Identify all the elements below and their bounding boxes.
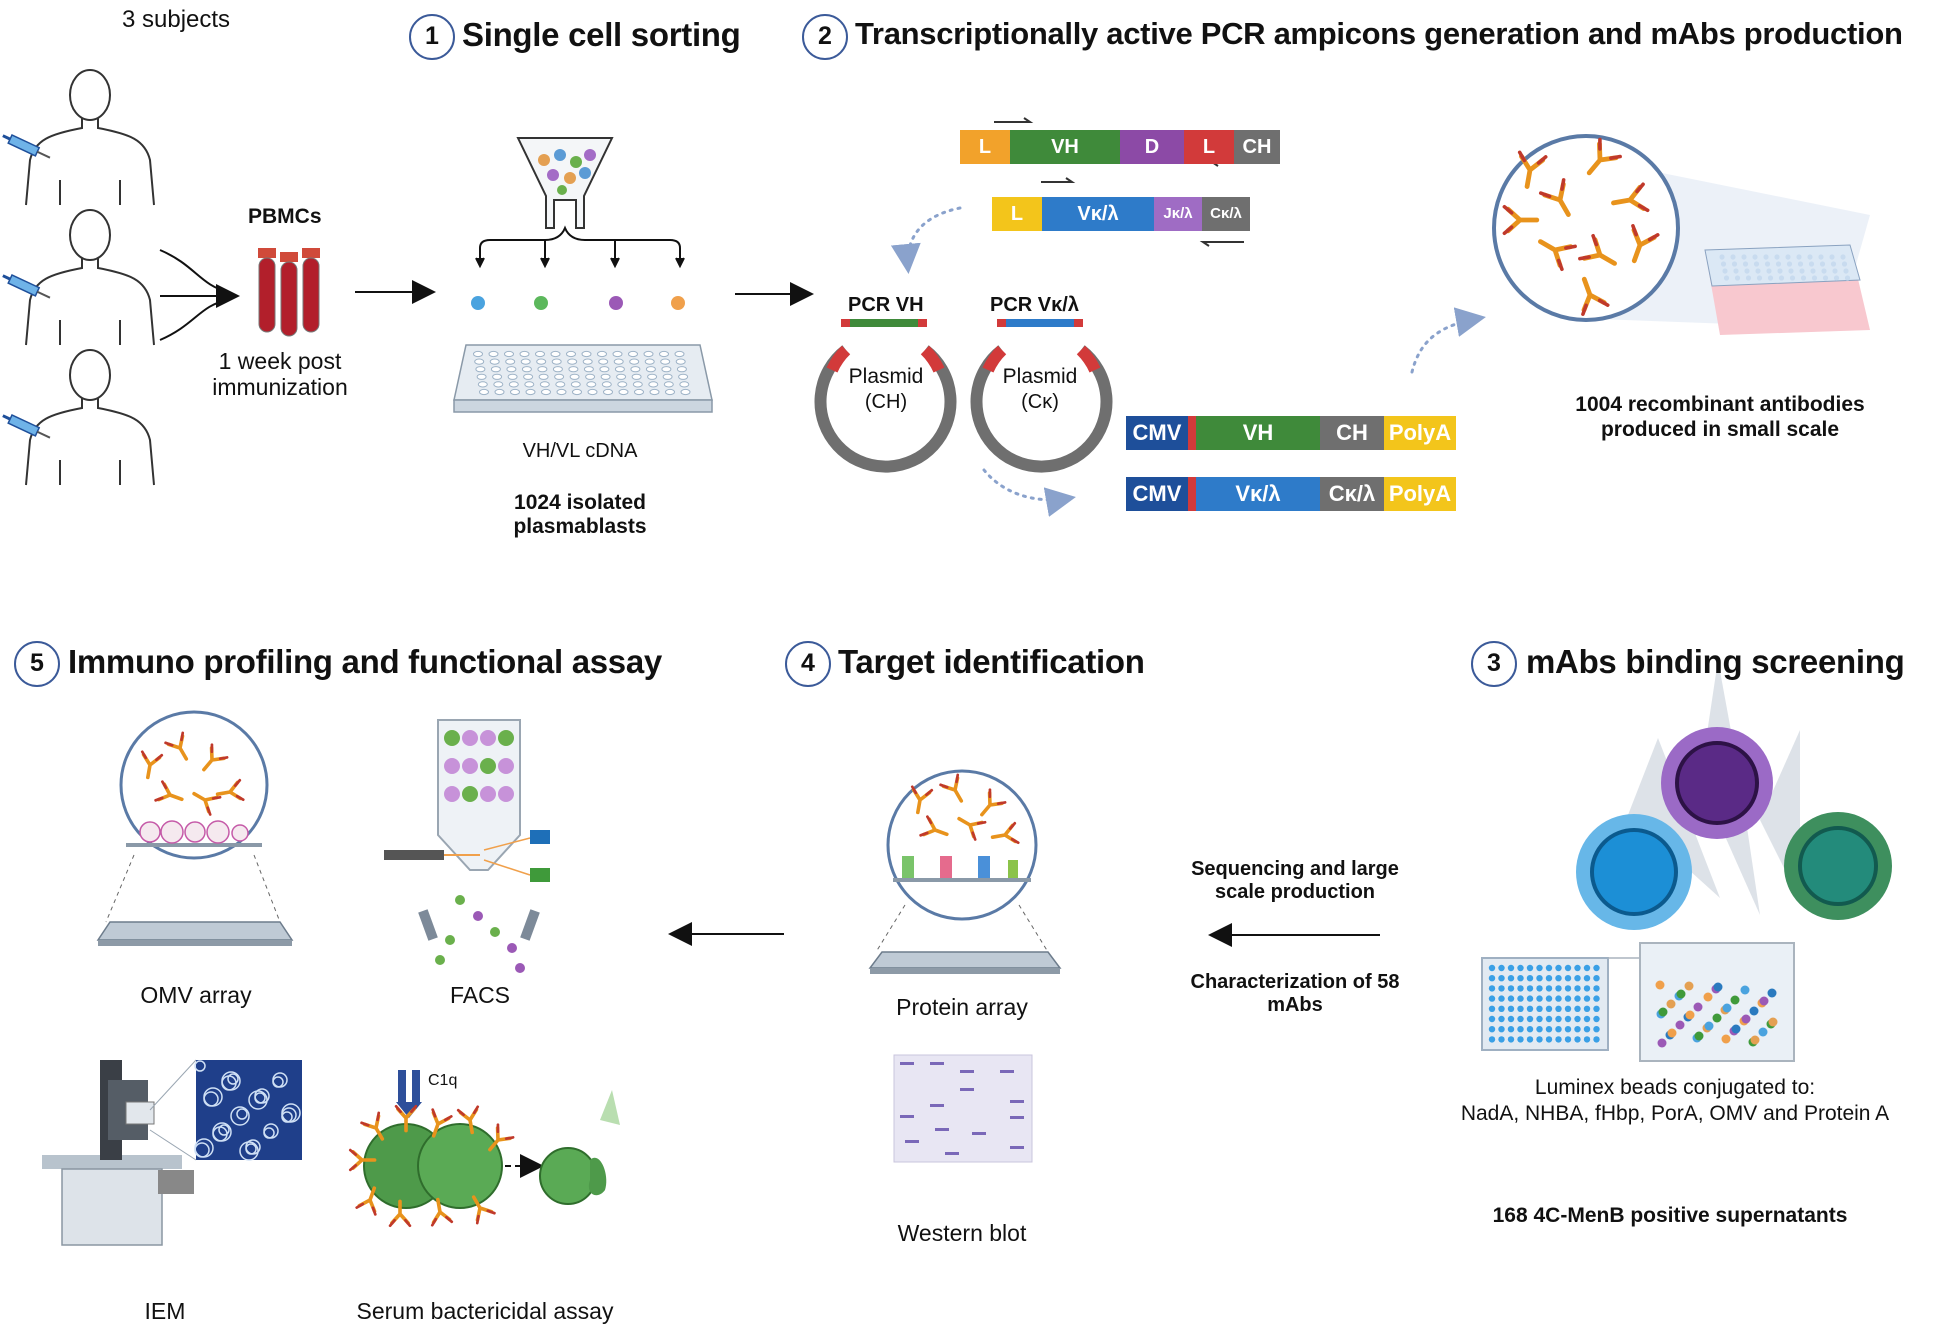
well-plate-icon <box>453 344 713 413</box>
luminex-line2: NadA, NHBA, fHbp, PorA, OMV and Protein … <box>1460 1102 1890 1125</box>
heavy-l2-segment: L <box>1184 130 1234 164</box>
protein-array-icon <box>868 769 1062 974</box>
construct-h-site <box>1188 416 1196 450</box>
dotted-arrows <box>890 206 1486 517</box>
construct-h-polya: PolyA <box>1384 416 1456 450</box>
characterization-line1: Characterization of 58 <box>1190 971 1400 993</box>
plasmid-ch-label1: Plasmid <box>848 365 924 388</box>
post-immunization-line2: immunization <box>212 374 348 400</box>
step-1-title: Single cell sorting <box>462 16 741 53</box>
omv-array-icon <box>96 710 294 946</box>
sba-label: Serum bactericidal assay <box>356 1298 614 1324</box>
heavy-leader-segment: L <box>960 130 1010 164</box>
sequencing-line2: scale production <box>1214 881 1376 903</box>
pcr-vh-label: PCR VH <box>848 294 924 316</box>
sorting-funnel-icon <box>516 137 614 229</box>
luminex-beads-icon <box>1481 660 1892 1062</box>
pbmcs-label: PBMCs <box>248 205 322 228</box>
step-3-badge: 3 <box>1471 641 1517 687</box>
western-blot-icon <box>893 1054 1033 1163</box>
construct-l-cmv: CMV <box>1126 477 1188 511</box>
step-4-badge: 4 <box>785 641 831 687</box>
post-immunization-line1: 1 week post <box>218 348 342 374</box>
syringe-icons <box>2 134 51 439</box>
step-2-badge: 2 <box>802 14 848 60</box>
isolated-line1: 1024 isolated <box>514 491 646 514</box>
plasmid-ck-label2: (Cκ) <box>1021 391 1059 413</box>
plasmid-ck-icon <box>970 319 1113 473</box>
light-vk-segment: Vκ/λ <box>1042 197 1154 231</box>
construct-h-v: VH <box>1196 416 1320 450</box>
step-1-badge: 1 <box>409 14 455 60</box>
sequencing-line1: Sequencing and large <box>1191 858 1399 880</box>
step-5-badge: 5 <box>14 641 60 687</box>
serum-bactericidal-icon <box>348 1070 620 1228</box>
light-leader-segment: L <box>992 197 1042 231</box>
production-line1: 1004 recombinant antibodies <box>1575 393 1865 416</box>
step-2-title: Transcriptionally active PCR ampicons ge… <box>855 16 1903 51</box>
antibody-production-icon <box>1492 134 1870 335</box>
step-4-title: Target identification <box>838 643 1145 680</box>
facs-icon <box>384 719 550 973</box>
sorting-branches <box>475 225 685 269</box>
pcr-vk-label: PCR Vκ/λ <box>990 294 1079 316</box>
subjects-label: 3 subjects <box>122 6 231 33</box>
positive-supernatants: 168 4C-MenB positive supernatants <box>1492 1204 1848 1227</box>
c1q-label: C1q <box>428 1072 458 1089</box>
construct-l-c: Cκ/λ <box>1320 477 1384 511</box>
step-5-title: Immuno profiling and functional assay <box>68 643 662 680</box>
iem-microscope-icon <box>42 1059 302 1246</box>
western-blot-label: Western blot <box>897 1220 1027 1246</box>
omv-array-label: OMV array <box>140 982 252 1008</box>
production-line2: produced in small scale <box>1600 418 1840 441</box>
characterization-line2: mAbs <box>1267 994 1323 1016</box>
pbmc-tubes-icon <box>258 248 320 337</box>
facs-label: FACS <box>449 982 511 1008</box>
iem-label: IEM <box>144 1298 186 1324</box>
plasmid-ch-icon <box>814 319 957 473</box>
luminex-line1: Luminex beads conjugated to: <box>1534 1076 1816 1099</box>
construct-h-cmv: CMV <box>1126 416 1188 450</box>
converging-arrows <box>159 249 240 341</box>
construct-h-c: CH <box>1320 416 1384 450</box>
heavy-ch-segment: CH <box>1234 130 1280 164</box>
cdna-label: VH/VL cDNA <box>522 440 638 462</box>
subject-silhouettes <box>25 69 155 486</box>
construct-l-v: Vκ/λ <box>1196 477 1320 511</box>
construct-l-polya: PolyA <box>1384 477 1456 511</box>
plasmid-ch-label2: (CH) <box>864 391 908 413</box>
light-ck-segment: Cκ/λ <box>1202 197 1250 231</box>
protein-array-label: Protein array <box>896 994 1028 1020</box>
heavy-d-segment: D <box>1120 130 1184 164</box>
construct-l-site <box>1188 477 1196 511</box>
step-3-title: mAbs binding screening <box>1526 643 1905 680</box>
light-jk-segment: Jκ/λ <box>1154 197 1202 231</box>
heavy-vh-segment: VH <box>1010 130 1120 164</box>
sorted-cells <box>471 296 685 310</box>
plasmid-ck-label1: Plasmid <box>1002 365 1078 388</box>
isolated-line2: plasmablasts <box>513 515 647 538</box>
